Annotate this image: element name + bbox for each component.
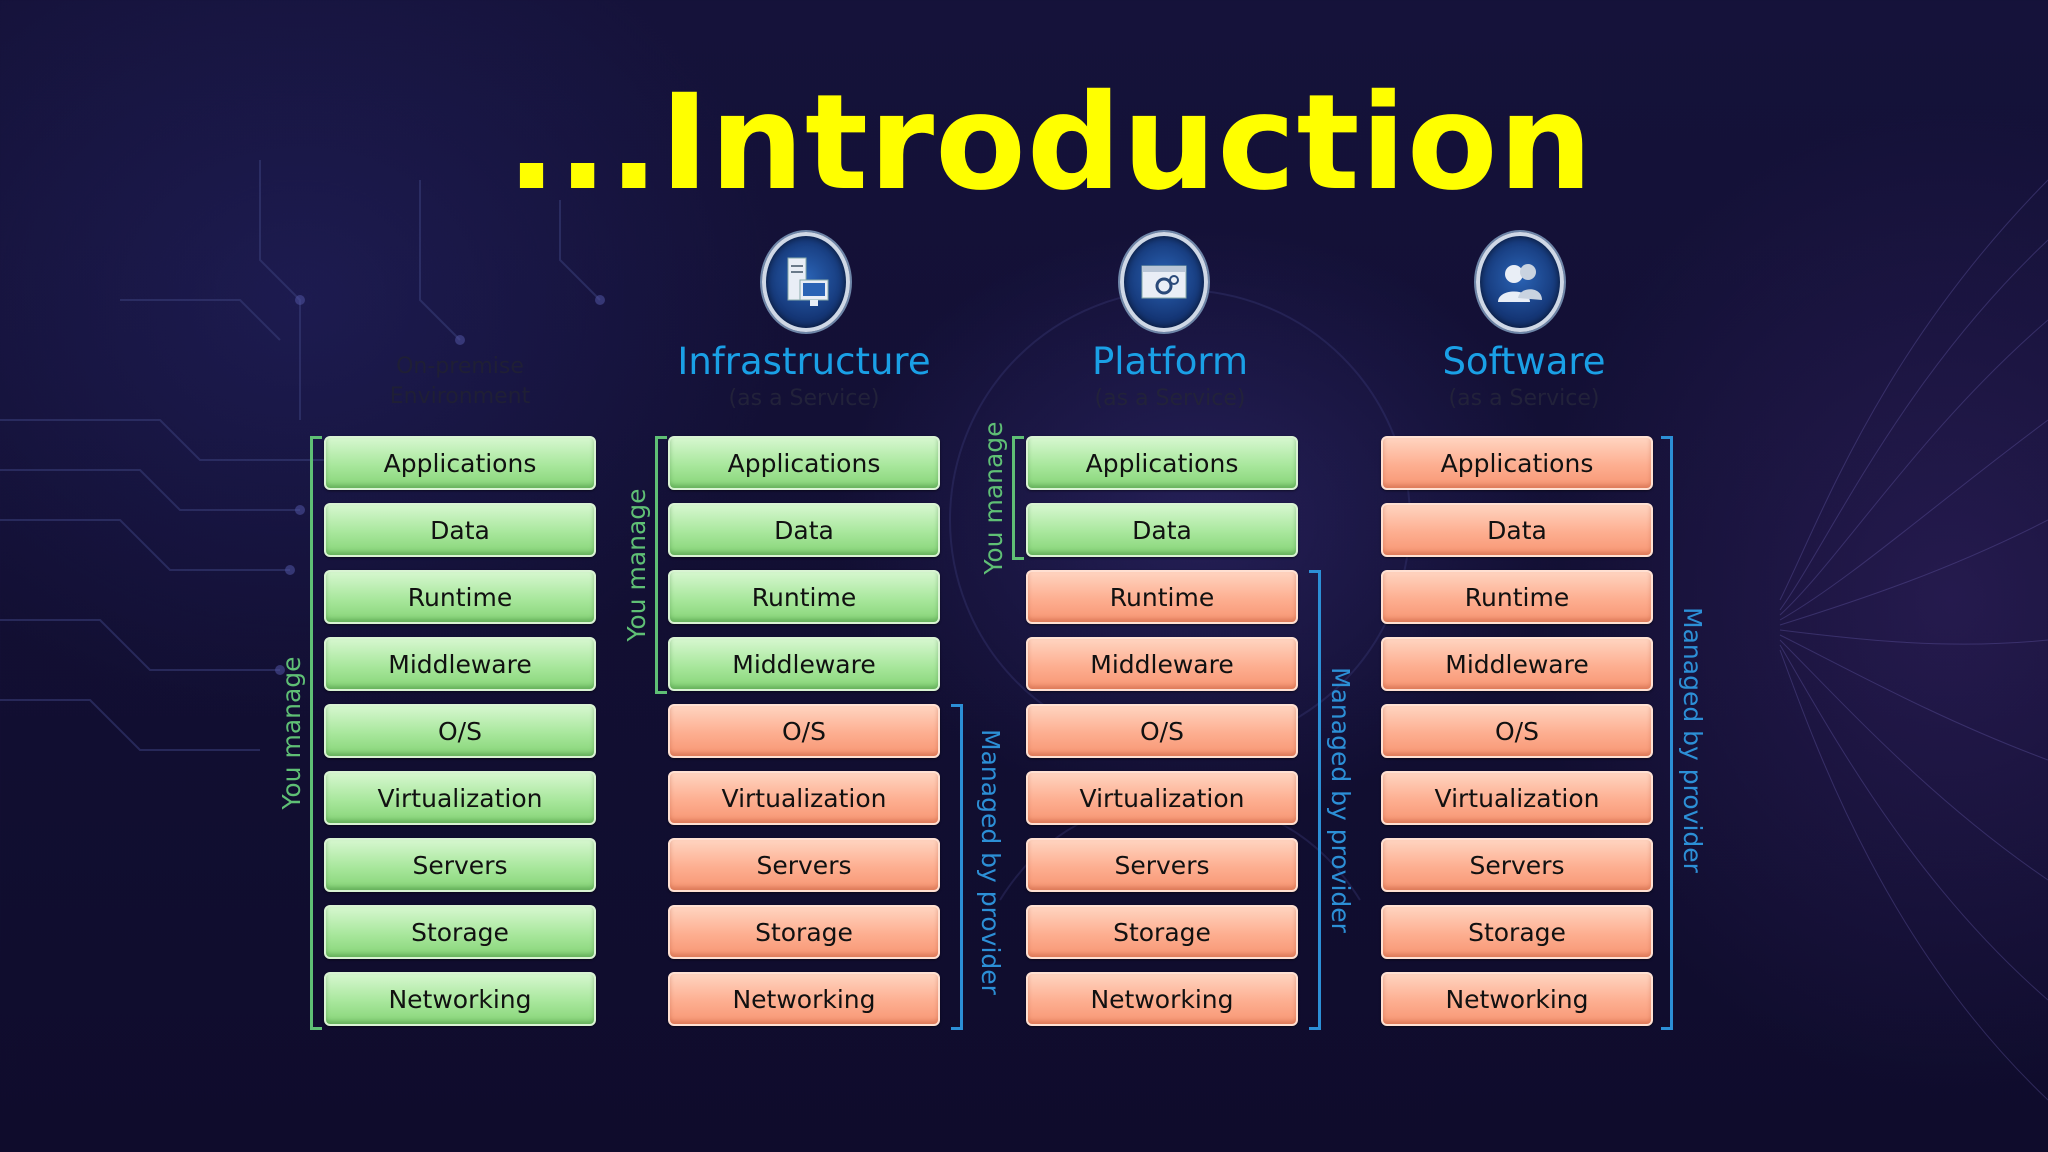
onprem-label: On-premise Environment xyxy=(389,354,531,409)
layer-onprem-o-s: O/S xyxy=(324,704,596,758)
label-paas-provider: Managed by provider xyxy=(1326,667,1355,933)
layer-paas-applications: Applications xyxy=(1026,436,1298,490)
layer-saas-networking: Networking xyxy=(1381,972,1653,1026)
heading-infrastructure: Infrastructure xyxy=(677,340,931,383)
server-monitor-icon xyxy=(762,232,850,332)
bracket-saas-provider xyxy=(1661,436,1673,1030)
heading-software: Software xyxy=(1442,340,1606,383)
bracket-iaas-you-manage xyxy=(655,436,667,694)
layer-saas-servers: Servers xyxy=(1381,838,1653,892)
layer-onprem-data: Data xyxy=(324,503,596,557)
window-gears-icon xyxy=(1120,232,1208,332)
heading-platform: Platform xyxy=(1091,340,1249,383)
bracket-iaas-provider xyxy=(951,704,963,1030)
layer-saas-runtime: Runtime xyxy=(1381,570,1653,624)
layer-saas-o-s: O/S xyxy=(1381,704,1653,758)
label-onprem-you-manage: You manage xyxy=(277,656,306,810)
layer-saas-applications: Applications xyxy=(1381,436,1653,490)
layer-paas-o-s: O/S xyxy=(1026,704,1298,758)
layer-onprem-storage: Storage xyxy=(324,905,596,959)
layer-iaas-o-s: O/S xyxy=(668,704,940,758)
layer-onprem-servers: Servers xyxy=(324,838,596,892)
subheading-infrastructure: (as a Service) xyxy=(728,386,880,411)
bracket-onprem-you-manage xyxy=(310,436,322,1030)
layer-iaas-middleware: Middleware xyxy=(668,637,940,691)
layer-iaas-applications: Applications xyxy=(668,436,940,490)
layer-iaas-runtime: Runtime xyxy=(668,570,940,624)
page-title: ...Introduction xyxy=(506,66,1594,220)
layer-iaas-storage: Storage xyxy=(668,905,940,959)
users-icon xyxy=(1476,232,1564,332)
layer-onprem-applications: Applications xyxy=(324,436,596,490)
layer-onprem-middleware: Middleware xyxy=(324,637,596,691)
bracket-paas-you-manage xyxy=(1012,436,1024,560)
layer-paas-runtime: Runtime xyxy=(1026,570,1298,624)
layer-iaas-virtualization: Virtualization xyxy=(668,771,940,825)
layer-paas-data: Data xyxy=(1026,503,1298,557)
layer-onprem-networking: Networking xyxy=(324,972,596,1026)
subheading-software: (as a Service) xyxy=(1448,386,1600,411)
layer-iaas-servers: Servers xyxy=(668,838,940,892)
label-paas-you-manage: You manage xyxy=(979,421,1008,575)
layer-paas-storage: Storage xyxy=(1026,905,1298,959)
layer-paas-servers: Servers xyxy=(1026,838,1298,892)
label-iaas-provider: Managed by provider xyxy=(976,729,1005,995)
subheading-platform: (as a Service) xyxy=(1094,386,1246,411)
layer-onprem-runtime: Runtime xyxy=(324,570,596,624)
layer-saas-middleware: Middleware xyxy=(1381,637,1653,691)
layer-paas-networking: Networking xyxy=(1026,972,1298,1026)
layer-saas-data: Data xyxy=(1381,503,1653,557)
layer-saas-storage: Storage xyxy=(1381,905,1653,959)
label-saas-provider: Managed by provider xyxy=(1678,607,1707,873)
layer-onprem-virtualization: Virtualization xyxy=(324,771,596,825)
layer-saas-virtualization: Virtualization xyxy=(1381,771,1653,825)
layer-iaas-networking: Networking xyxy=(668,972,940,1026)
label-iaas-you-manage: You manage xyxy=(622,488,651,642)
layer-iaas-data: Data xyxy=(668,503,940,557)
layer-paas-virtualization: Virtualization xyxy=(1026,771,1298,825)
bracket-paas-provider xyxy=(1309,570,1321,1030)
layer-paas-middleware: Middleware xyxy=(1026,637,1298,691)
